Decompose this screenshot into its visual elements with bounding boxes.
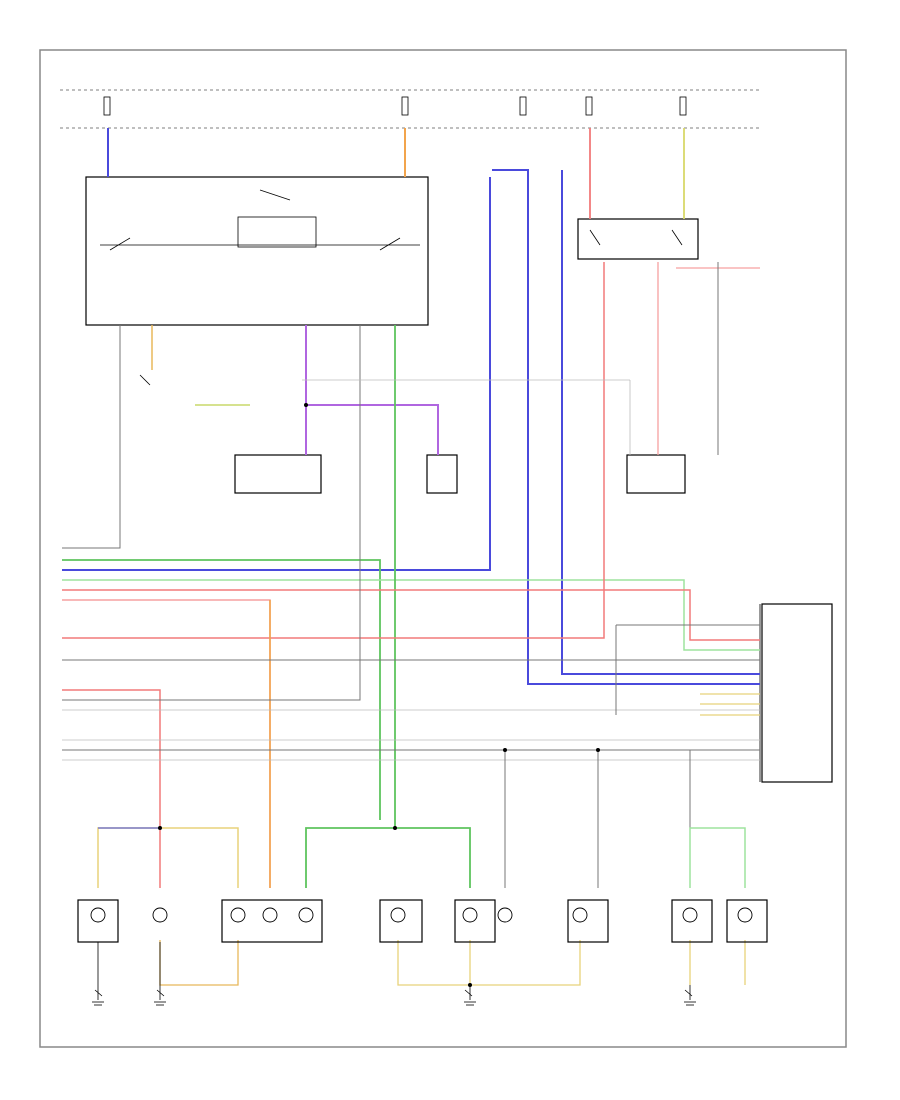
fuse-icon: [103, 96, 687, 116]
wires: [62, 128, 760, 986]
connector-icon: [759, 603, 833, 783]
lamp-assemblies: [77, 899, 768, 943]
splice-dots: [158, 403, 600, 987]
bulb-icon: [90, 907, 753, 923]
power-bus: [60, 89, 760, 129]
ground-icon: [92, 1001, 696, 1006]
component-boxes: [234, 454, 686, 494]
ground-leads: [97, 942, 691, 1000]
hazard-switch-module: [85, 176, 429, 326]
diagram-frame: [39, 49, 847, 1048]
switch-icon: [94, 374, 693, 997]
relay-icon: [577, 218, 699, 260]
